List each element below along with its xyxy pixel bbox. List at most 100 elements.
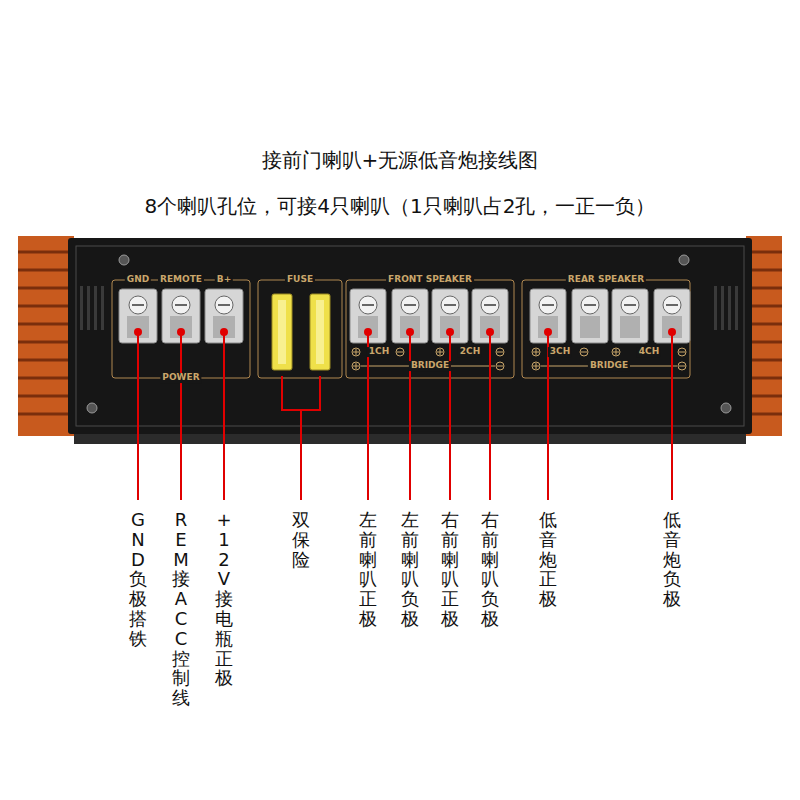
heat-sink-left [18, 395, 72, 398]
polarity-symbol [356, 349, 357, 355]
screw-terminal [444, 304, 456, 306]
leader-dot [406, 328, 414, 336]
polarity-symbol [679, 366, 685, 367]
bridge-label: BRIDGE [409, 361, 451, 371]
channel-label: 2CH [458, 347, 482, 357]
screw-terminal [612, 289, 648, 343]
polarity-symbol [678, 362, 686, 370]
screw [721, 403, 731, 413]
screw-terminal [205, 289, 243, 343]
bridge-label: BRIDGE [588, 361, 630, 371]
polarity-symbol [497, 352, 503, 353]
heat-sink-right [748, 305, 782, 308]
heat-sink-left [18, 236, 74, 436]
screw-terminal [400, 316, 420, 338]
screw-terminal [484, 304, 496, 306]
polarity-symbol [532, 362, 540, 370]
leader-dot [220, 328, 228, 336]
polarity-symbol [397, 352, 403, 353]
leader-line [367, 332, 369, 500]
polarity-symbol [536, 363, 537, 369]
leader-line [671, 332, 673, 500]
leader-line [547, 332, 549, 500]
screw-terminal [472, 289, 508, 343]
screw-terminal [530, 289, 566, 343]
screw-terminal [119, 289, 690, 343]
group-label: POWER [160, 373, 201, 383]
screw-terminal [162, 289, 200, 343]
title-text: 接前门喇叭+无源低音炮接线图 [262, 148, 539, 172]
vent-slots [714, 286, 717, 330]
heat-sink-left [18, 236, 74, 436]
polarity-symbol [612, 348, 620, 356]
screw-terminal [620, 316, 640, 338]
leader-line [449, 332, 451, 500]
heat-sink-right [748, 395, 782, 398]
screw [679, 255, 689, 265]
screw-terminal [539, 296, 557, 314]
heat-sink-right [748, 377, 782, 380]
polarity-symbol [436, 348, 444, 356]
fuse [272, 294, 330, 370]
screw-terminal [350, 289, 386, 343]
screw-terminal [175, 304, 187, 306]
heat-sink-right [748, 413, 782, 416]
screw-terminal [621, 296, 639, 314]
channel-label: 4CH [637, 347, 661, 357]
screw-terminal [404, 304, 416, 306]
polarity-symbol [678, 348, 686, 356]
callout-label: GND负极搭铁 [129, 510, 147, 649]
heat-sink-right [748, 359, 782, 362]
screw-terminal [359, 296, 377, 314]
heat-sink-right [748, 252, 782, 414]
screw-terminal [392, 289, 428, 343]
terminal-label: GND [125, 275, 151, 285]
screw-terminal [663, 296, 681, 314]
polarity-symbol [497, 366, 503, 367]
polarity-symbol [580, 348, 588, 356]
group-outline [346, 280, 514, 378]
vent-slots [101, 286, 104, 330]
vent-slots [94, 286, 97, 330]
group-label: FUSE [285, 275, 315, 285]
screw-terminal [584, 304, 596, 306]
fuse [316, 300, 324, 364]
screw-terminal [205, 289, 243, 343]
leader-line [223, 332, 225, 500]
fuse [272, 294, 292, 370]
polarity-symbol [679, 352, 685, 353]
callout-label: 低音炮负极 [663, 510, 681, 609]
leader-dot [544, 328, 552, 336]
callout-label: 双保险 [292, 510, 310, 569]
screw-terminal [132, 304, 144, 306]
group-outline [112, 280, 690, 378]
screw-terminal [624, 304, 636, 306]
group-outline [258, 280, 342, 378]
polarity-symbol [352, 348, 686, 370]
screw-terminal [472, 289, 508, 343]
heat-sink-right [748, 287, 782, 290]
polarity-symbol [496, 362, 504, 370]
screw-terminal [654, 289, 690, 343]
leader-line [138, 332, 672, 500]
polarity-symbol [356, 363, 357, 369]
screw-terminal [218, 304, 230, 306]
polarity-symbol [616, 349, 617, 355]
leader-dot [134, 328, 676, 336]
screw-terminal [358, 316, 378, 338]
polarity-symbol [536, 349, 537, 355]
heat-sink-left [18, 287, 72, 290]
leader-line [137, 332, 139, 500]
polarity-symbol [396, 348, 404, 356]
polarity-symbol [352, 362, 360, 370]
leader-line [489, 332, 491, 500]
polarity-symbol [352, 348, 360, 356]
screw-terminal [481, 296, 499, 314]
screw-terminal [362, 304, 374, 306]
screw-terminal [580, 316, 600, 338]
screw-terminal [612, 289, 648, 343]
screw-terminal [572, 289, 608, 343]
screw-terminal [162, 289, 200, 343]
leader-dot [364, 328, 372, 336]
